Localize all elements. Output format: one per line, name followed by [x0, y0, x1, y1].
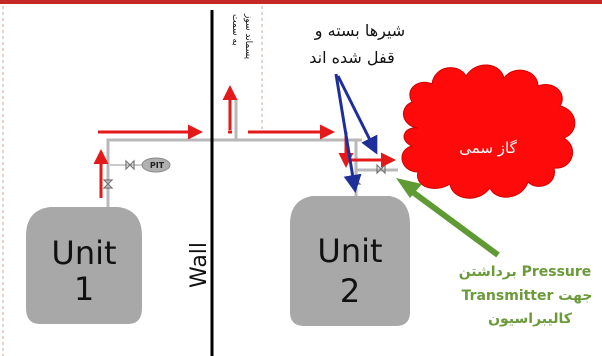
pressure-transmitter-note-line2: Transmitter جهت [462, 288, 593, 304]
pressure-transmitter-note-line1: برداشتن Pressure [459, 264, 592, 280]
toxic-gas-label: گاز سمی [459, 139, 517, 157]
unit-2-tank [290, 196, 410, 326]
pressure-transmitter-note-line3: کالیبراسیون [488, 311, 573, 327]
unit-2-label-line1: Unit [317, 232, 382, 270]
valve-pointer-arrows [334, 73, 378, 193]
toxic-gas-cloud [401, 64, 576, 199]
top-border [0, 0, 602, 4]
unit-1-label-line1: Unit [51, 234, 116, 272]
pit-instrument [141, 157, 171, 173]
unit-2-label-line2: 2 [340, 272, 360, 310]
valves-closed-note-line1: شیرها بسته و [314, 21, 405, 41]
valves-closed-note-line2: قفل شده اند [309, 48, 395, 67]
green-pointer-arrow [396, 178, 500, 258]
incinerator-note-line1: به سمت [230, 14, 240, 46]
unit-1-label-line2: 1 [74, 270, 94, 308]
incinerator-note-line2: پسماند سوز [243, 13, 253, 60]
valve-pit [125, 159, 135, 171]
pit-label: PIT [150, 161, 165, 170]
unit-1-tank [26, 207, 142, 324]
valve-unit-1 [102, 179, 114, 189]
piping [106, 100, 398, 207]
wall-label: Wall [187, 242, 212, 288]
